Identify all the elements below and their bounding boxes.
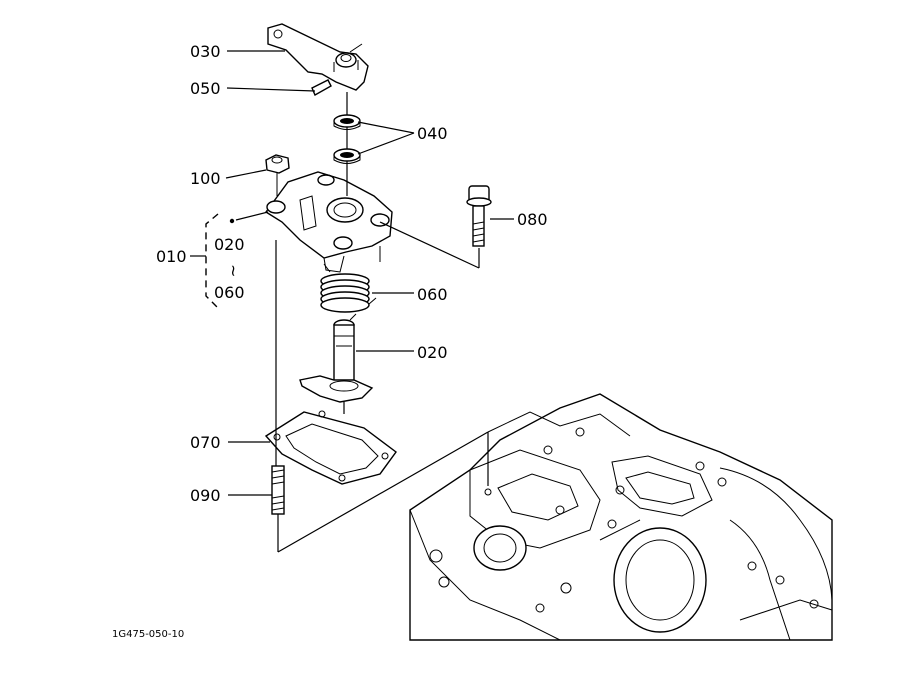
label-030: 030 <box>190 42 221 61</box>
stud-090 <box>271 465 285 515</box>
label-100: 100 <box>190 169 221 188</box>
label-010: 010 <box>156 247 187 266</box>
gasket-070 <box>264 410 397 485</box>
label-050: 050 <box>190 79 221 98</box>
nut-100 <box>265 154 290 196</box>
label-020-range-start: 020 <box>214 235 245 254</box>
label-020: 020 <box>417 343 448 362</box>
bolt-080 <box>466 185 492 247</box>
drawing-number: 1G475-050-10 <box>112 629 184 640</box>
spring-060 <box>320 263 377 313</box>
label-040: 040 <box>417 124 448 143</box>
engine-block <box>409 393 833 641</box>
governor-housing <box>264 171 393 273</box>
assembly-lines <box>275 92 489 553</box>
label-range-tilde: ~ <box>224 264 243 277</box>
pin-050 <box>311 79 332 96</box>
shaft-020 <box>299 313 374 403</box>
label-080: 080 <box>517 210 548 229</box>
part-labels: 030 050 040 100 080 010 020 ~ 060 060 02… <box>112 42 548 640</box>
label-060-range-end: 060 <box>214 283 245 302</box>
leader-lines <box>190 50 514 496</box>
lever-030 <box>267 23 369 91</box>
label-070: 070 <box>190 433 221 452</box>
label-090: 090 <box>190 486 221 505</box>
label-060: 060 <box>417 285 448 304</box>
